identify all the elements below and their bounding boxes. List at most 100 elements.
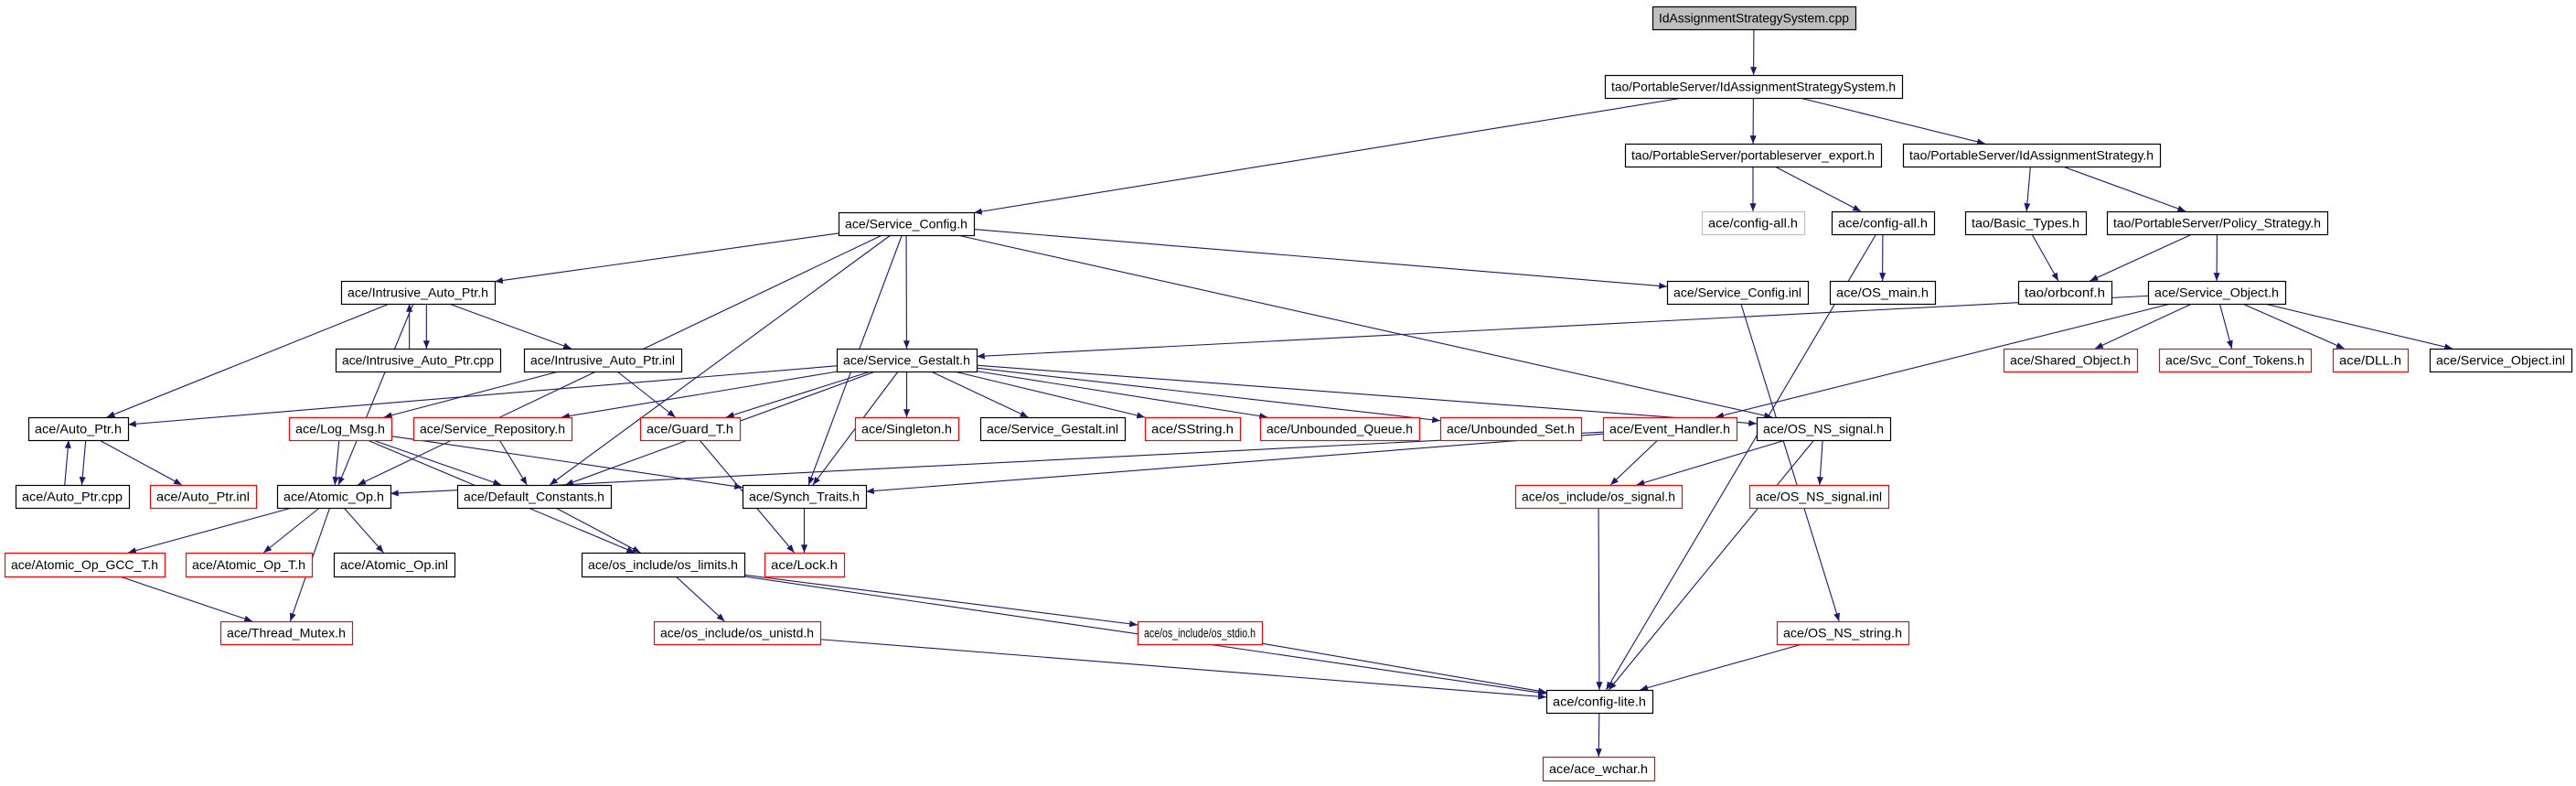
edge-os-ns-string-to-config-lite	[1640, 643, 1802, 691]
node-box	[1701, 210, 1806, 236]
graph-node-auto-ptr-inl[interactable]: ace/Auto_Ptr.inl	[149, 484, 258, 510]
graph-node-os-ns-string[interactable]: ace/OS_NS_string.h	[1776, 620, 1910, 646]
edge-svc-config-to-iap-h	[494, 232, 839, 284]
graph-node-atomic-gcc[interactable]: ace/Atomic_Op_GCC_T.h	[4, 552, 166, 578]
node-label: ace/Auto_Ptr.h	[35, 422, 122, 436]
graph-node-thread-mutex[interactable]: ace/Thread_Mutex.h	[219, 620, 354, 646]
node-box	[1666, 280, 1810, 306]
node-label: tao/orbconf.h	[2025, 285, 2105, 300]
graph-node-shared-obj[interactable]: ace/Shared_Object.h	[2003, 348, 2139, 373]
graph-node-ub-queue[interactable]: ace/Unbounded_Queue.h	[1259, 416, 1421, 442]
graph-node-gestalt[interactable]: ace/Service_Gestalt.h	[836, 348, 978, 373]
node-box	[1545, 689, 1654, 715]
node-label: ace/Log_Msg.h	[295, 422, 385, 436]
graph-node-default-const[interactable]: ace/Default_Constants.h	[456, 484, 613, 510]
graph-node-svc-conf-tokens[interactable]: ace/Svc_Conf_Tokens.h	[2158, 348, 2313, 373]
edge-svc-config-inl-to-os-ns-string	[1740, 303, 1840, 622]
node-box	[764, 552, 846, 578]
graph-node-cfgall-gray[interactable]: ace/config-all.h	[1701, 210, 1806, 236]
graph-node-pse[interactable]: tao/PortableServer/portableserver_export…	[1624, 143, 1883, 168]
edge-idas-to-basic-types	[2024, 166, 2031, 212]
graph-node-iap-cpp[interactable]: ace/Intrusive_Auto_Ptr.cpp	[335, 348, 502, 373]
graph-node-event-handler[interactable]: ace/Event_Handler.h	[1602, 416, 1738, 442]
graph-node-svc-config-inl[interactable]: ace/Service_Config.inl	[1666, 280, 1810, 306]
graph-node-config-lite[interactable]: ace/config-lite.h	[1545, 689, 1654, 715]
node-label: ace/config-lite.h	[1553, 694, 1646, 709]
node-label: ace/OS_main.h	[1836, 285, 1929, 300]
graph-node-log-msg[interactable]: ace/Log_Msg.h	[288, 416, 393, 442]
graph-node-singleton[interactable]: ace/Singleton.h	[854, 416, 960, 442]
graph-node-iap-h[interactable]: ace/Intrusive_Auto_Ptr.h	[340, 280, 497, 306]
graph-node-idas[interactable]: tao/PortableServer/IdAssignmentStrategy.…	[1902, 143, 2162, 168]
node-box	[27, 416, 130, 442]
node-label: ace/OS_NS_string.h	[1783, 626, 1902, 641]
edge-gestalt-to-gestalt-inl	[930, 371, 1029, 418]
node-box	[1602, 416, 1738, 442]
graph-node-guard-t[interactable]: ace/Guard_T.h	[639, 416, 742, 442]
edge-atomic-gcc-to-thread-mutex	[119, 576, 253, 622]
graph-node-cfgall[interactable]: ace/config-all.h	[1831, 210, 1936, 236]
node-box	[1604, 74, 1904, 100]
graph-node-os-stdio[interactable]: ace/os_include/os_stdio.h	[1137, 620, 1264, 646]
node-box	[1514, 484, 1683, 510]
edge-iap-h-to-iap-inl	[448, 303, 572, 350]
graph-node-iap-inl[interactable]: ace/Intrusive_Auto_Ptr.inl	[523, 348, 683, 373]
node-box	[1756, 416, 1892, 442]
node-box	[2003, 348, 2139, 373]
graph-node-atomic-inl[interactable]: ace/Atomic_Op.inl	[333, 552, 456, 578]
graph-node-os-signal[interactable]: ace/os_include/os_signal.h	[1514, 484, 1683, 510]
graph-node-os-limits[interactable]: ace/os_include/os_limits.h	[581, 552, 746, 578]
graph-node-ace-wchar[interactable]: ace/ace_wchar.h	[1542, 756, 1656, 782]
graph-node-svc-repo[interactable]: ace/Service_Repository.h	[412, 416, 573, 442]
node-label: ace/Service_Repository.h	[420, 422, 565, 436]
graph-node-root[interactable]: IdAssignmentStrategySystem.cpp	[1651, 5, 1857, 31]
graph-node-svc-obj-inl[interactable]: ace/Service_Object.inl	[2429, 348, 2573, 373]
edge-gestalt-to-guard-t	[725, 371, 871, 418]
edge-gestalt-to-os-ns-signal	[976, 364, 1758, 426]
node-label: ace/Atomic_Op_GCC_T.h	[11, 557, 158, 572]
node-box	[1748, 484, 1890, 510]
graph-node-os-main[interactable]: ace/OS_main.h	[1829, 280, 1937, 306]
node-label: ace/Unbounded_Set.h	[1447, 422, 1575, 436]
graph-node-idass-h[interactable]: tao/PortableServer/IdAssignmentStrategyS…	[1604, 74, 1904, 100]
edge-log-msg-to-synch-traits	[390, 436, 743, 490]
node-box	[979, 416, 1127, 442]
graph-node-dll[interactable]: ace/DLL.h	[2332, 348, 2410, 373]
node-label: ace/Atomic_Op.inl	[340, 557, 448, 572]
graph-node-sstring[interactable]: ace/SString.h	[1144, 416, 1242, 442]
edges-layer	[64, 28, 2453, 758]
node-box	[15, 484, 131, 510]
graph-node-os-ns-signal[interactable]: ace/OS_NS_signal.h	[1756, 416, 1892, 442]
edge-os-ns-signal-to-os-signal	[1636, 439, 1786, 486]
graph-node-os-unistd[interactable]: ace/os_include/os_unistd.h	[653, 620, 822, 646]
edge-cfgall-to-config-lite	[1605, 233, 1877, 691]
graph-node-os-ns-signal-inl[interactable]: ace/OS_NS_signal.inl	[1748, 484, 1890, 510]
graph-node-atomic-t[interactable]: ace/Atomic_Op_T.h	[185, 552, 314, 578]
node-label: tao/PortableServer/IdAssignmentStrategy.…	[1909, 148, 2154, 163]
graph-node-auto-ptr-h[interactable]: ace/Auto_Ptr.h	[27, 416, 130, 442]
graph-node-auto-ptr-cpp[interactable]: ace/Auto_Ptr.cpp	[15, 484, 131, 510]
node-label: ace/Event_Handler.h	[1609, 422, 1730, 436]
graph-node-synch-traits[interactable]: ace/Synch_Traits.h	[742, 484, 868, 510]
graph-node-svc-config[interactable]: ace/Service_Config.h	[838, 211, 976, 237]
node-label: tao/PortableServer/IdAssignmentStrategyS…	[1611, 80, 1896, 94]
edge-svc-obj-to-svc-conf-tokens	[2218, 303, 2233, 350]
graph-node-ub-set[interactable]: ace/Unbounded_Set.h	[1439, 416, 1583, 442]
node-label: ace/Intrusive_Auto_Ptr.cpp	[342, 353, 494, 368]
node-label: ace/Unbounded_Queue.h	[1267, 422, 1413, 436]
graph-node-gestalt-inl[interactable]: ace/Service_Gestalt.inl	[979, 416, 1127, 442]
node-box	[2017, 280, 2113, 306]
node-box	[2158, 348, 2313, 373]
node-box	[1624, 143, 1883, 168]
graph-node-svc-obj[interactable]: ace/Service_Object.h	[2147, 280, 2287, 306]
graph-node-orbconf[interactable]: tao/orbconf.h	[2017, 280, 2113, 306]
node-label: ace/OS_NS_signal.h	[1763, 422, 1884, 436]
node-box	[1144, 416, 1242, 442]
graph-node-basic-types[interactable]: tao/Basic_Types.h	[1964, 210, 2088, 236]
edge-idass-h-to-svc-config	[973, 97, 1683, 215]
graph-node-atomic-op[interactable]: ace/Atomic_Op.h	[276, 484, 392, 510]
graph-node-policy[interactable]: tao/PortableServer/Policy_Strategy.h	[2106, 210, 2329, 236]
edge-policy-to-orbconf	[2090, 233, 2193, 282]
node-label: ace/Auto_Ptr.cpp	[22, 490, 123, 504]
graph-node-lock[interactable]: ace/Lock.h	[764, 552, 846, 578]
